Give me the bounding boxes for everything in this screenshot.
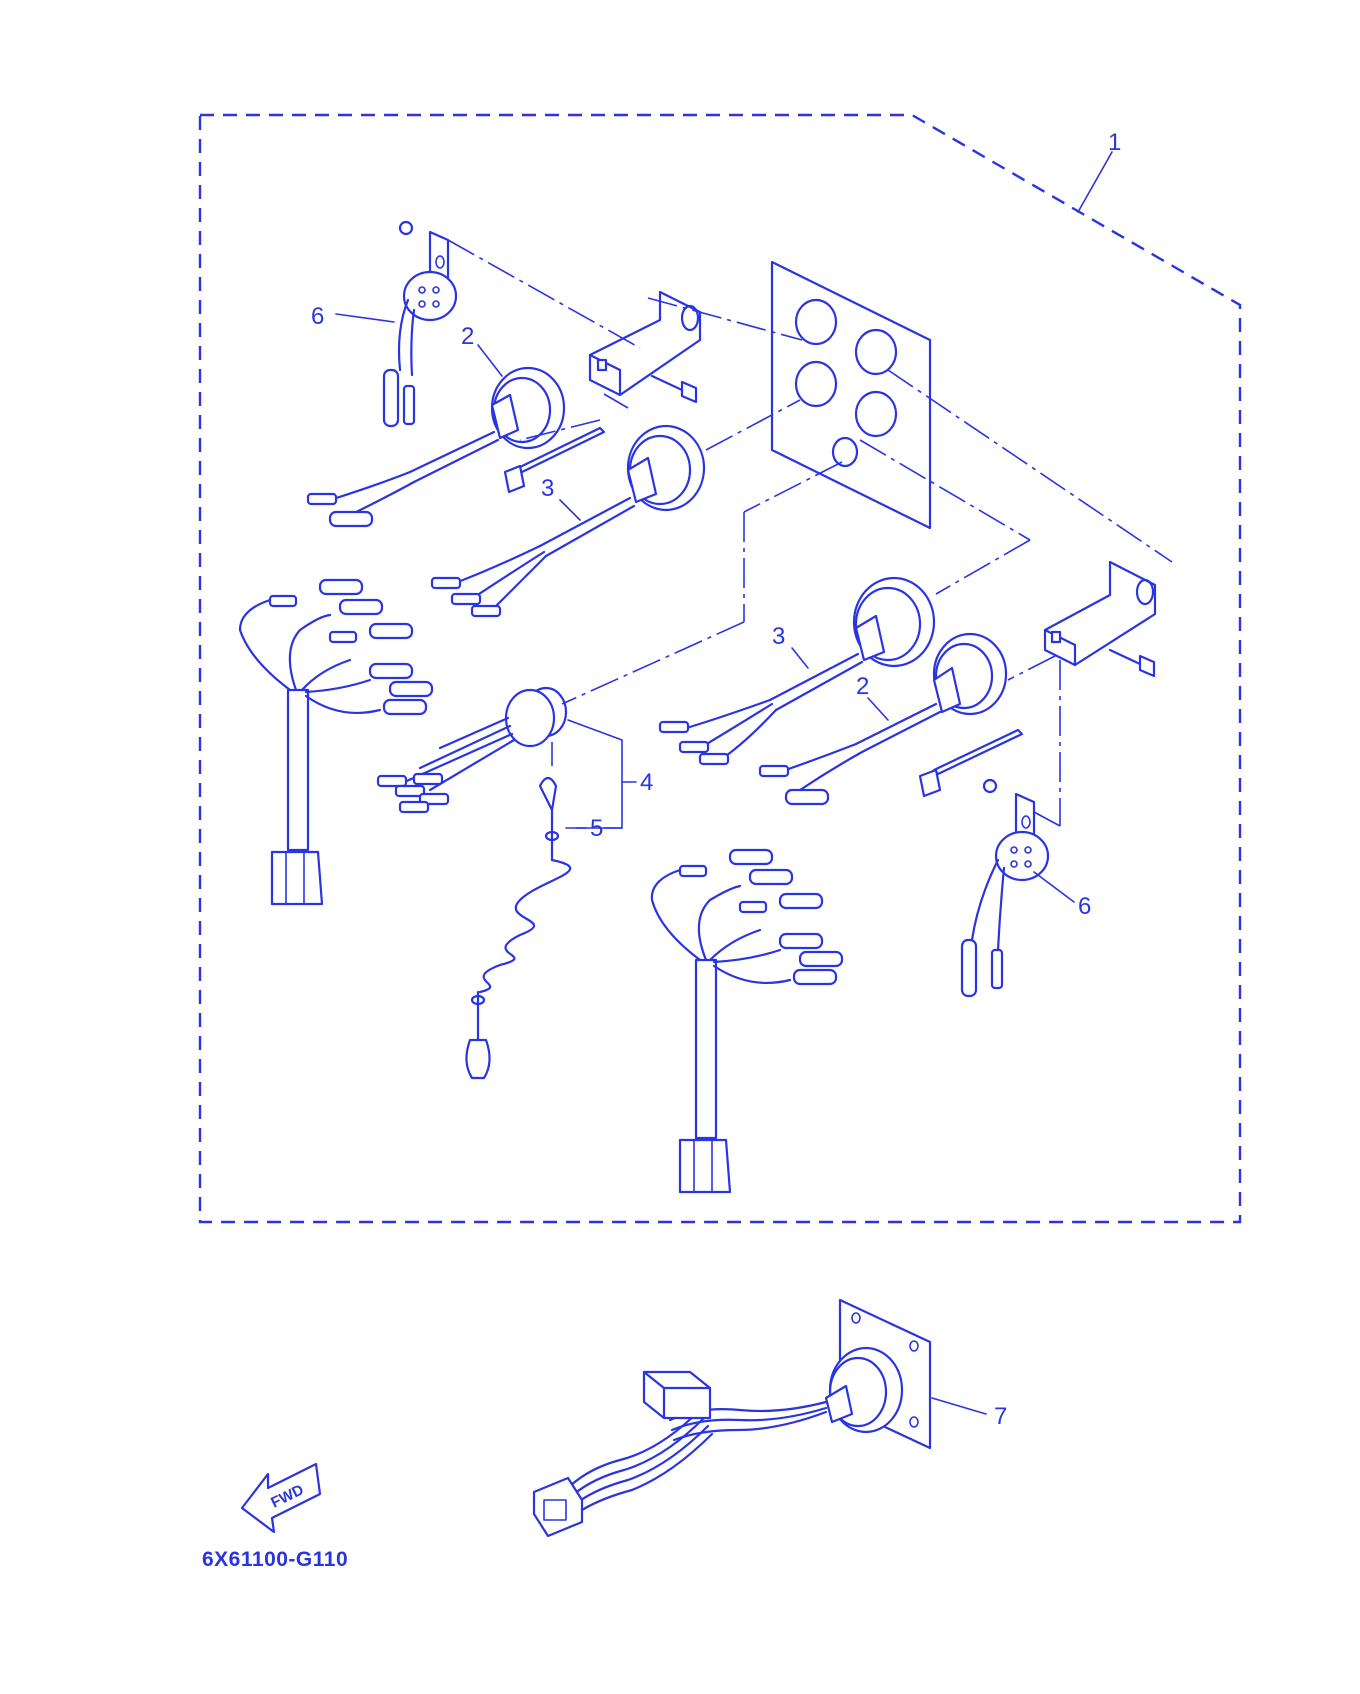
- harness-7-assembly: [532, 1298, 932, 1538]
- callout-1: 1: [1108, 129, 1121, 156]
- leader-3-upper: [559, 499, 581, 521]
- bolt-right: [1108, 648, 1156, 678]
- buzzer-assembly-lower: [960, 778, 1050, 998]
- callout-2-lower: 2: [856, 673, 869, 700]
- callout-5: 5: [590, 815, 603, 842]
- callout-4: 4: [640, 769, 653, 796]
- bolt-left: [650, 374, 698, 404]
- switch-4: [376, 686, 568, 814]
- leader-3-lower: [791, 647, 809, 669]
- instrument-panel-plate: [770, 260, 932, 530]
- leader-7: [931, 1397, 987, 1415]
- leader-1: [1077, 151, 1113, 213]
- leader-6-lower: [1033, 871, 1075, 903]
- lanyard-5: [465, 742, 572, 1080]
- leader-6-upper: [335, 313, 395, 323]
- forward-direction-arrow: FWD: [240, 1462, 322, 1534]
- wire-harness-middle: [650, 848, 844, 1194]
- callout-3-upper: 3: [541, 475, 554, 502]
- leader-4-bracket: [567, 719, 623, 829]
- installation-lines: [447, 239, 1173, 827]
- gauge-2-upper: [306, 366, 566, 528]
- cable-tie-upper: [503, 426, 606, 494]
- callout-2-upper: 2: [461, 323, 474, 350]
- leader-2-upper: [477, 344, 503, 377]
- gauge-3-upper: [430, 424, 706, 618]
- buzzer-assembly-upper: [382, 220, 458, 428]
- leader-2-lower: [867, 697, 889, 721]
- mounting-bracket-right: [1043, 560, 1157, 667]
- kit-boundary: [198, 113, 1242, 1224]
- mounting-bracket-left: [588, 290, 702, 397]
- callout-6-upper: 6: [311, 303, 324, 330]
- cable-tie-lower: [918, 728, 1024, 798]
- callout-3-lower: 3: [772, 623, 785, 650]
- gauge-2-lower: [758, 632, 1008, 806]
- callout-6-lower: 6: [1078, 893, 1091, 920]
- gauge-3-lower: [658, 576, 936, 766]
- wire-harness-left: [238, 578, 434, 906]
- callout-7: 7: [994, 1403, 1007, 1430]
- diagram-code: 6X61100-G110: [202, 1548, 348, 1571]
